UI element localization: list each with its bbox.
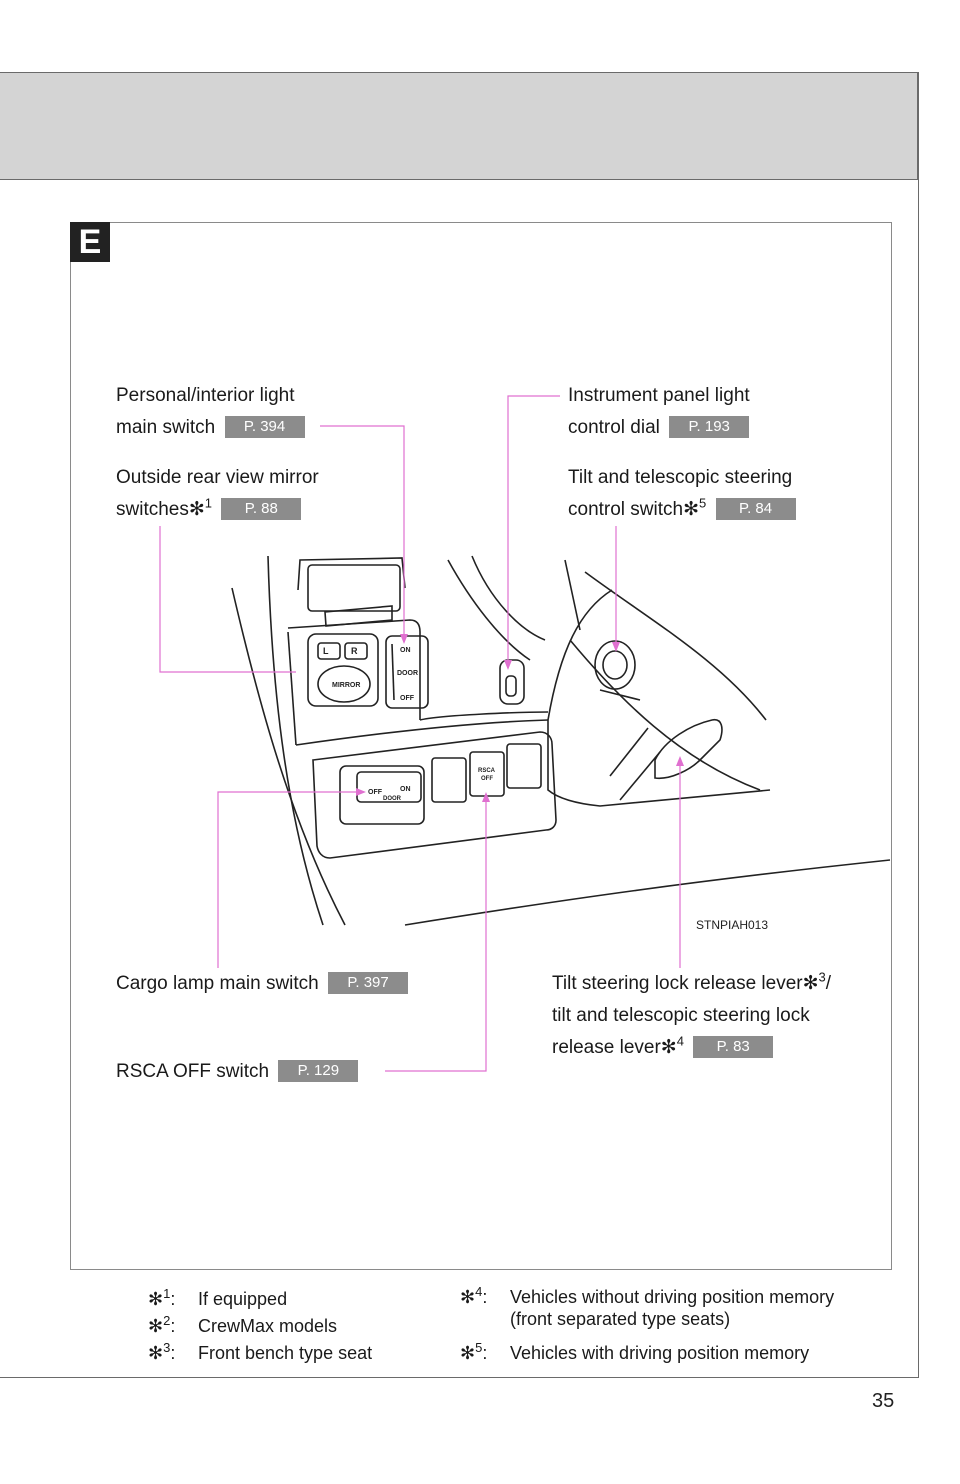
footnote-item: ✻1:If equipped [148, 1286, 372, 1313]
footnote-item: ✻5:Vehicles with driving position memory [460, 1342, 834, 1364]
callout-tilt-switch: Tilt and telescopic steering control swi… [568, 462, 796, 526]
page-ref-badge: P. 193 [669, 416, 749, 438]
asterisk-icon: ✻ [148, 1289, 163, 1309]
page-number: 35 [872, 1390, 894, 1413]
page-ref-badge: P. 84 [716, 498, 796, 520]
asterisk-icon: ✻ [460, 1343, 475, 1363]
asterisk-icon: ✻ [148, 1316, 163, 1336]
footnotes-right: ✻4:Vehicles without driving position mem… [460, 1286, 834, 1364]
footnote-item: ✻2:CrewMax models [148, 1313, 372, 1340]
footnote-item: ✻3:Front bench type seat [148, 1340, 372, 1367]
page-frame-right [918, 72, 919, 1378]
page-ref-badge: P. 394 [225, 416, 305, 438]
page-ref-badge: P. 88 [221, 498, 301, 520]
asterisk-icon: ✻ [460, 1287, 475, 1307]
callout-instrument-dial: Instrument panel light control dial P. 1… [568, 380, 750, 444]
callout-rsca-off: RSCA OFF switch P. 129 [116, 1056, 358, 1088]
asterisk-icon: ✻ [683, 499, 699, 520]
asterisk-icon: ✻ [803, 973, 819, 994]
page-ref-badge: P. 397 [328, 972, 408, 994]
asterisk-icon: ✻ [148, 1343, 163, 1363]
page-frame-bottom [0, 1377, 919, 1378]
callout-cargo-lamp: Cargo lamp main switch P. 397 [116, 968, 408, 1000]
image-code: STNPIAH013 [696, 918, 768, 932]
footnote-item: ✻4:Vehicles without driving position mem… [460, 1286, 834, 1330]
asterisk-icon: ✻ [661, 1037, 677, 1058]
section-tab: E [70, 222, 110, 262]
callout-personal-light: Personal/interior light main switch P. 3… [116, 380, 305, 444]
callout-mirror-switches: Outside rear view mirror switches✻1 P. 8… [116, 462, 319, 526]
header-band [0, 72, 918, 180]
page-ref-badge: P. 83 [693, 1036, 773, 1058]
callout-tilt-lever: Tilt steering lock release lever✻3/ tilt… [552, 968, 831, 1064]
asterisk-icon: ✻ [189, 499, 205, 520]
page-ref-badge: P. 129 [278, 1060, 358, 1082]
footnotes-left: ✻1:If equipped ✻2:CrewMax models ✻3:Fron… [148, 1286, 372, 1367]
